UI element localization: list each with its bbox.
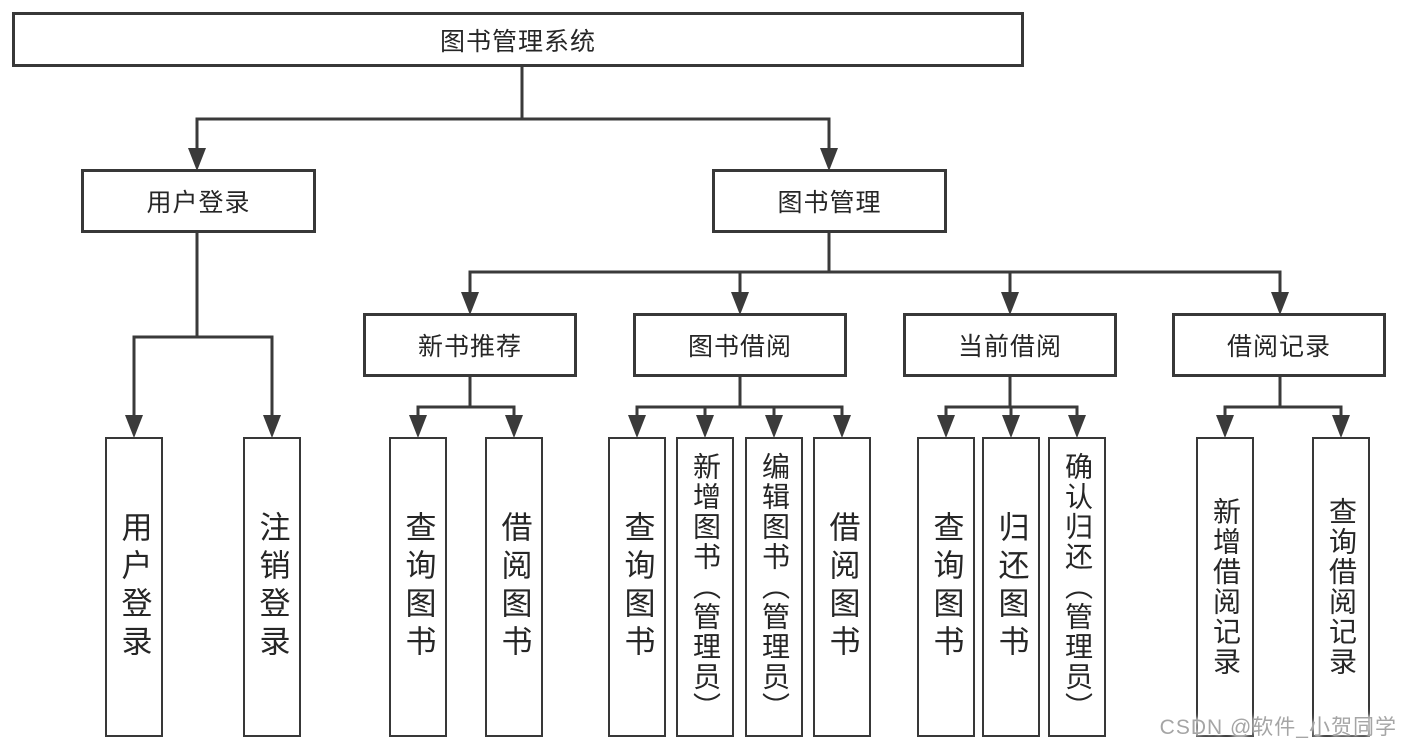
leaf-current-return: 归还图书	[982, 437, 1040, 737]
leaf-user-login: 用户登录	[105, 437, 163, 737]
arrowhead-icon	[1216, 415, 1234, 438]
arrowhead-icon	[461, 292, 479, 315]
arrowhead-icon	[628, 415, 646, 438]
leaf-records-add: 新增借阅记录	[1196, 437, 1254, 737]
leaf-borrow-query: 查询图书	[608, 437, 666, 737]
arrowhead-icon	[731, 292, 749, 315]
leaf-label: 查询图书	[400, 511, 436, 663]
leaf-logout: 注销登录	[243, 437, 301, 737]
leaf-label: 归还图书	[993, 511, 1029, 663]
node-root-label: 图书管理系统	[439, 27, 596, 56]
node-user-login-label: 用户登录	[146, 189, 251, 217]
leaf-borrow-book: 借阅图书	[813, 437, 871, 737]
arrowhead-icon	[505, 415, 523, 438]
leaf-label: 确认归还（管理员）	[1062, 452, 1093, 722]
watermark: CSDN @软件_小贺同学	[1159, 716, 1397, 739]
leaf-new-books-query: 查询图书	[389, 437, 447, 737]
node-current-borrow-label: 当前借阅	[957, 333, 1062, 361]
leaf-label: 编辑图书（管理员）	[759, 452, 790, 722]
arrowhead-icon	[409, 415, 427, 438]
leaf-new-books-borrow: 借阅图书	[485, 437, 543, 737]
arrowhead-icon	[1068, 415, 1086, 438]
leaf-current-confirm-admin: 确认归还（管理员）	[1048, 437, 1106, 737]
arrowhead-icon	[696, 415, 714, 438]
node-book-mgmt-label: 图书管理	[777, 189, 882, 217]
node-current-borrow: 当前借阅	[903, 313, 1117, 377]
node-user-login: 用户登录	[81, 169, 316, 233]
leaf-current-query: 查询图书	[917, 437, 975, 737]
leaf-label: 查询图书	[619, 511, 655, 663]
leaf-label: 借阅图书	[496, 511, 532, 663]
leaf-borrow-edit-admin: 编辑图书（管理员）	[745, 437, 803, 737]
arrowhead-icon	[1002, 415, 1020, 438]
leaf-records-query: 查询借阅记录	[1312, 437, 1370, 737]
node-borrow-records-label: 借阅记录	[1226, 333, 1331, 361]
leaf-label: 用户登录	[116, 511, 152, 663]
arrowhead-icon	[263, 415, 281, 438]
node-new-books-label: 新书推荐	[417, 333, 522, 361]
leaf-label: 借阅图书	[824, 511, 860, 663]
leaf-label: 查询借阅记录	[1326, 497, 1357, 677]
node-new-books: 新书推荐	[363, 313, 577, 377]
arrowhead-icon	[188, 148, 206, 171]
arrowhead-icon	[125, 415, 143, 438]
leaf-label: 新增借阅记录	[1210, 497, 1241, 677]
node-book-borrow-label: 图书借阅	[687, 333, 792, 361]
leaf-label: 注销登录	[254, 511, 290, 663]
arrowhead-icon	[1271, 292, 1289, 315]
node-book-mgmt: 图书管理	[712, 169, 947, 233]
node-book-borrow: 图书借阅	[633, 313, 847, 377]
arrowhead-icon	[765, 415, 783, 438]
leaf-borrow-add-admin: 新增图书（管理员）	[676, 437, 734, 737]
arrowhead-icon	[820, 148, 838, 171]
leaf-label: 查询图书	[928, 511, 964, 663]
leaf-label: 新增图书（管理员）	[690, 452, 721, 722]
arrowhead-icon	[1001, 292, 1019, 315]
arrowhead-icon	[1332, 415, 1350, 438]
arrowhead-icon	[833, 415, 851, 438]
arrowhead-icon	[937, 415, 955, 438]
node-root: 图书管理系统	[12, 12, 1024, 67]
node-borrow-records: 借阅记录	[1172, 313, 1386, 377]
